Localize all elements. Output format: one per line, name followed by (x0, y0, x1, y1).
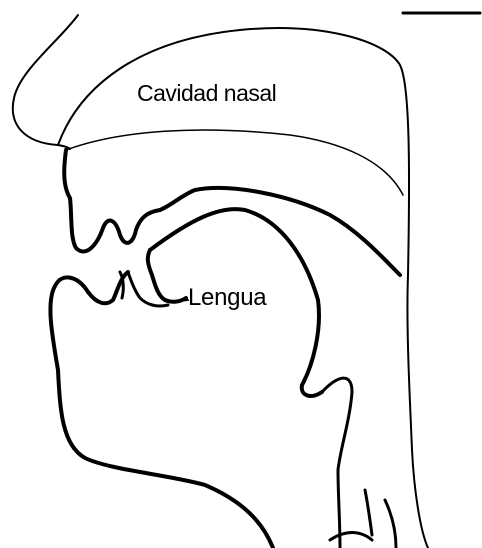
lower-jaw-outline (50, 272, 273, 548)
nasal-floor-line (66, 130, 403, 195)
tongue-label: Lengua (188, 284, 266, 312)
pharynx-back-wall (407, 275, 428, 548)
nasal-cavity-label: Cavidad nasal (137, 80, 276, 107)
tongue-root-outline (322, 378, 352, 548)
upper-teeth-outline (148, 250, 186, 302)
nose-outline (13, 15, 78, 149)
nasal-cavity-outline (58, 28, 409, 275)
palate-outline (64, 150, 400, 275)
tongue-tip-outline (128, 272, 168, 306)
